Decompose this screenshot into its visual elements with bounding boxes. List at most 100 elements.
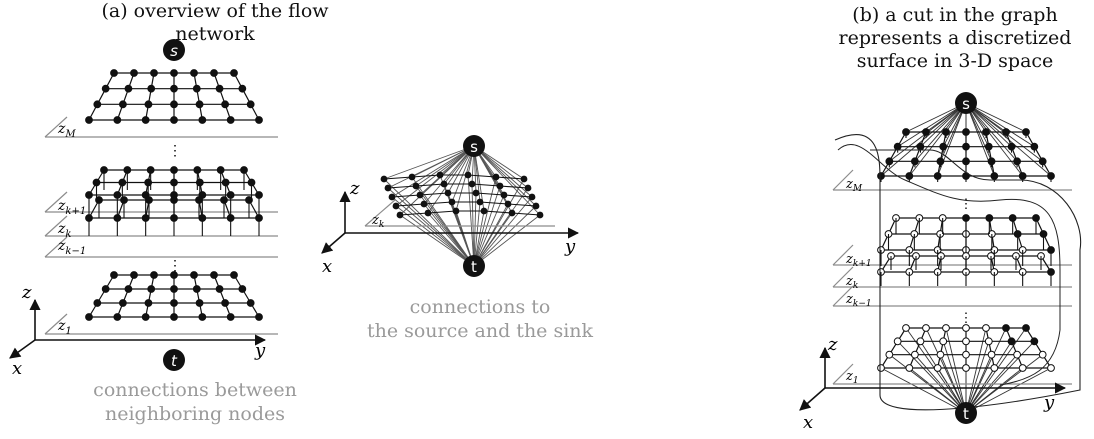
graph-node (936, 350, 945, 359)
edge-to-source (415, 145, 475, 187)
graph-node (902, 324, 910, 332)
label-zk1-b: zk+1 (845, 252, 872, 269)
graph-node (246, 299, 255, 307)
edge-to-sink (473, 192, 477, 267)
graph-node (110, 271, 118, 279)
graph-node (520, 175, 528, 183)
graph-node (113, 313, 122, 321)
ellipsis-b-bottom: ⋮ (960, 311, 973, 326)
graph-node (910, 350, 919, 359)
panel-a-caption-line2: neighboring nodes (105, 403, 285, 425)
edge-to-sink (965, 367, 1052, 414)
graph-node (198, 313, 207, 321)
graph-node (984, 337, 993, 346)
graph-node (536, 211, 544, 219)
graph-node (85, 116, 93, 124)
graph-node (392, 202, 400, 210)
grid-edge (503, 194, 533, 198)
graph-node (170, 313, 178, 321)
axis-z-mid: z (349, 178, 360, 199)
edge-to-sink (965, 341, 1012, 414)
graph-node (480, 207, 488, 215)
graph-node (500, 191, 508, 199)
grid-zk-b (877, 252, 1055, 286)
panel-mid-caption: connections to the source and the sink (340, 295, 620, 343)
panel-b: ⋮ ⋮ zM zk+1 zk zk−1 z1 z y x s t (799, 92, 1082, 433)
graph-node (170, 299, 178, 307)
edge-to-sink (897, 341, 967, 414)
axis-z-a: z (21, 282, 32, 303)
edge-to-sink (473, 176, 497, 267)
panel-b-title-line2: represents a discretized (838, 27, 1072, 49)
graph-node (532, 202, 540, 210)
graph-node (380, 175, 388, 183)
grid-edge (467, 174, 497, 178)
graph-node (496, 182, 504, 190)
edge-to-sink (473, 196, 533, 267)
graph-node (1013, 350, 1022, 359)
grid-edge (383, 176, 413, 180)
graph-node (190, 271, 198, 279)
graph-node (141, 116, 150, 124)
grid-edge (415, 183, 445, 187)
grid-edge (419, 192, 449, 196)
graph-node (962, 337, 970, 346)
edge-to-source (965, 102, 1024, 177)
edge-to-sink (395, 205, 475, 267)
plane-zkm1-b-slash (832, 285, 854, 307)
edge-to-sink (473, 205, 537, 267)
graph-node (384, 184, 392, 192)
edge-to-source (427, 145, 475, 214)
grid-edge (395, 203, 425, 207)
grid-edge (479, 201, 509, 205)
graph-node (221, 100, 230, 109)
plane-zM-a-slash (44, 116, 68, 138)
edge-to-source (908, 102, 967, 177)
graph-node (255, 313, 263, 321)
grid-zM-a (85, 69, 263, 124)
source-node-b: s (955, 92, 977, 114)
edge-to-sink (473, 194, 505, 267)
graph-node (113, 116, 122, 124)
axis-x-mid: x (322, 256, 332, 277)
graph-node (388, 193, 396, 201)
graph-node (170, 100, 178, 109)
cut-surface-inner (837, 144, 1061, 386)
graph-node (424, 209, 432, 217)
label-zk-b: zk (845, 274, 858, 291)
graph-node (198, 116, 207, 124)
graph-node (962, 350, 970, 359)
graph-node (195, 299, 204, 307)
graph-node (472, 189, 480, 197)
graph-node (408, 173, 416, 181)
edge-to-source (473, 145, 529, 189)
graph-node (885, 350, 894, 359)
svg-text:t: t (471, 258, 477, 276)
grid-edge (399, 212, 429, 216)
plane-zk-b-slash (832, 266, 854, 288)
grid-edge (511, 212, 541, 216)
axis-x-b: x (803, 412, 813, 433)
graph-node (464, 171, 472, 179)
panel-a-caption-line1: connections between (93, 379, 297, 401)
plane-z1-a-slash (44, 313, 68, 335)
graph-node (416, 191, 424, 199)
graph-node (170, 271, 178, 279)
edge-to-sink (411, 176, 475, 267)
plane-zM-b-slash (832, 169, 854, 191)
grid-z1-a (85, 271, 263, 321)
axes-mid (321, 190, 580, 254)
graph-node (226, 313, 235, 321)
graph-node (238, 285, 247, 293)
edge-to-sink (920, 341, 967, 414)
graph-node (93, 299, 102, 307)
label-z1-b: z1 (845, 369, 859, 386)
edge-to-sink (473, 178, 525, 267)
edge-to-source (455, 145, 475, 212)
edge-to-source (391, 145, 475, 198)
axis-y-a: y (254, 340, 266, 361)
grid-edge (391, 194, 421, 198)
graph-node (147, 285, 156, 293)
edge-to-sink (925, 327, 967, 414)
graph-node (1007, 337, 1016, 346)
